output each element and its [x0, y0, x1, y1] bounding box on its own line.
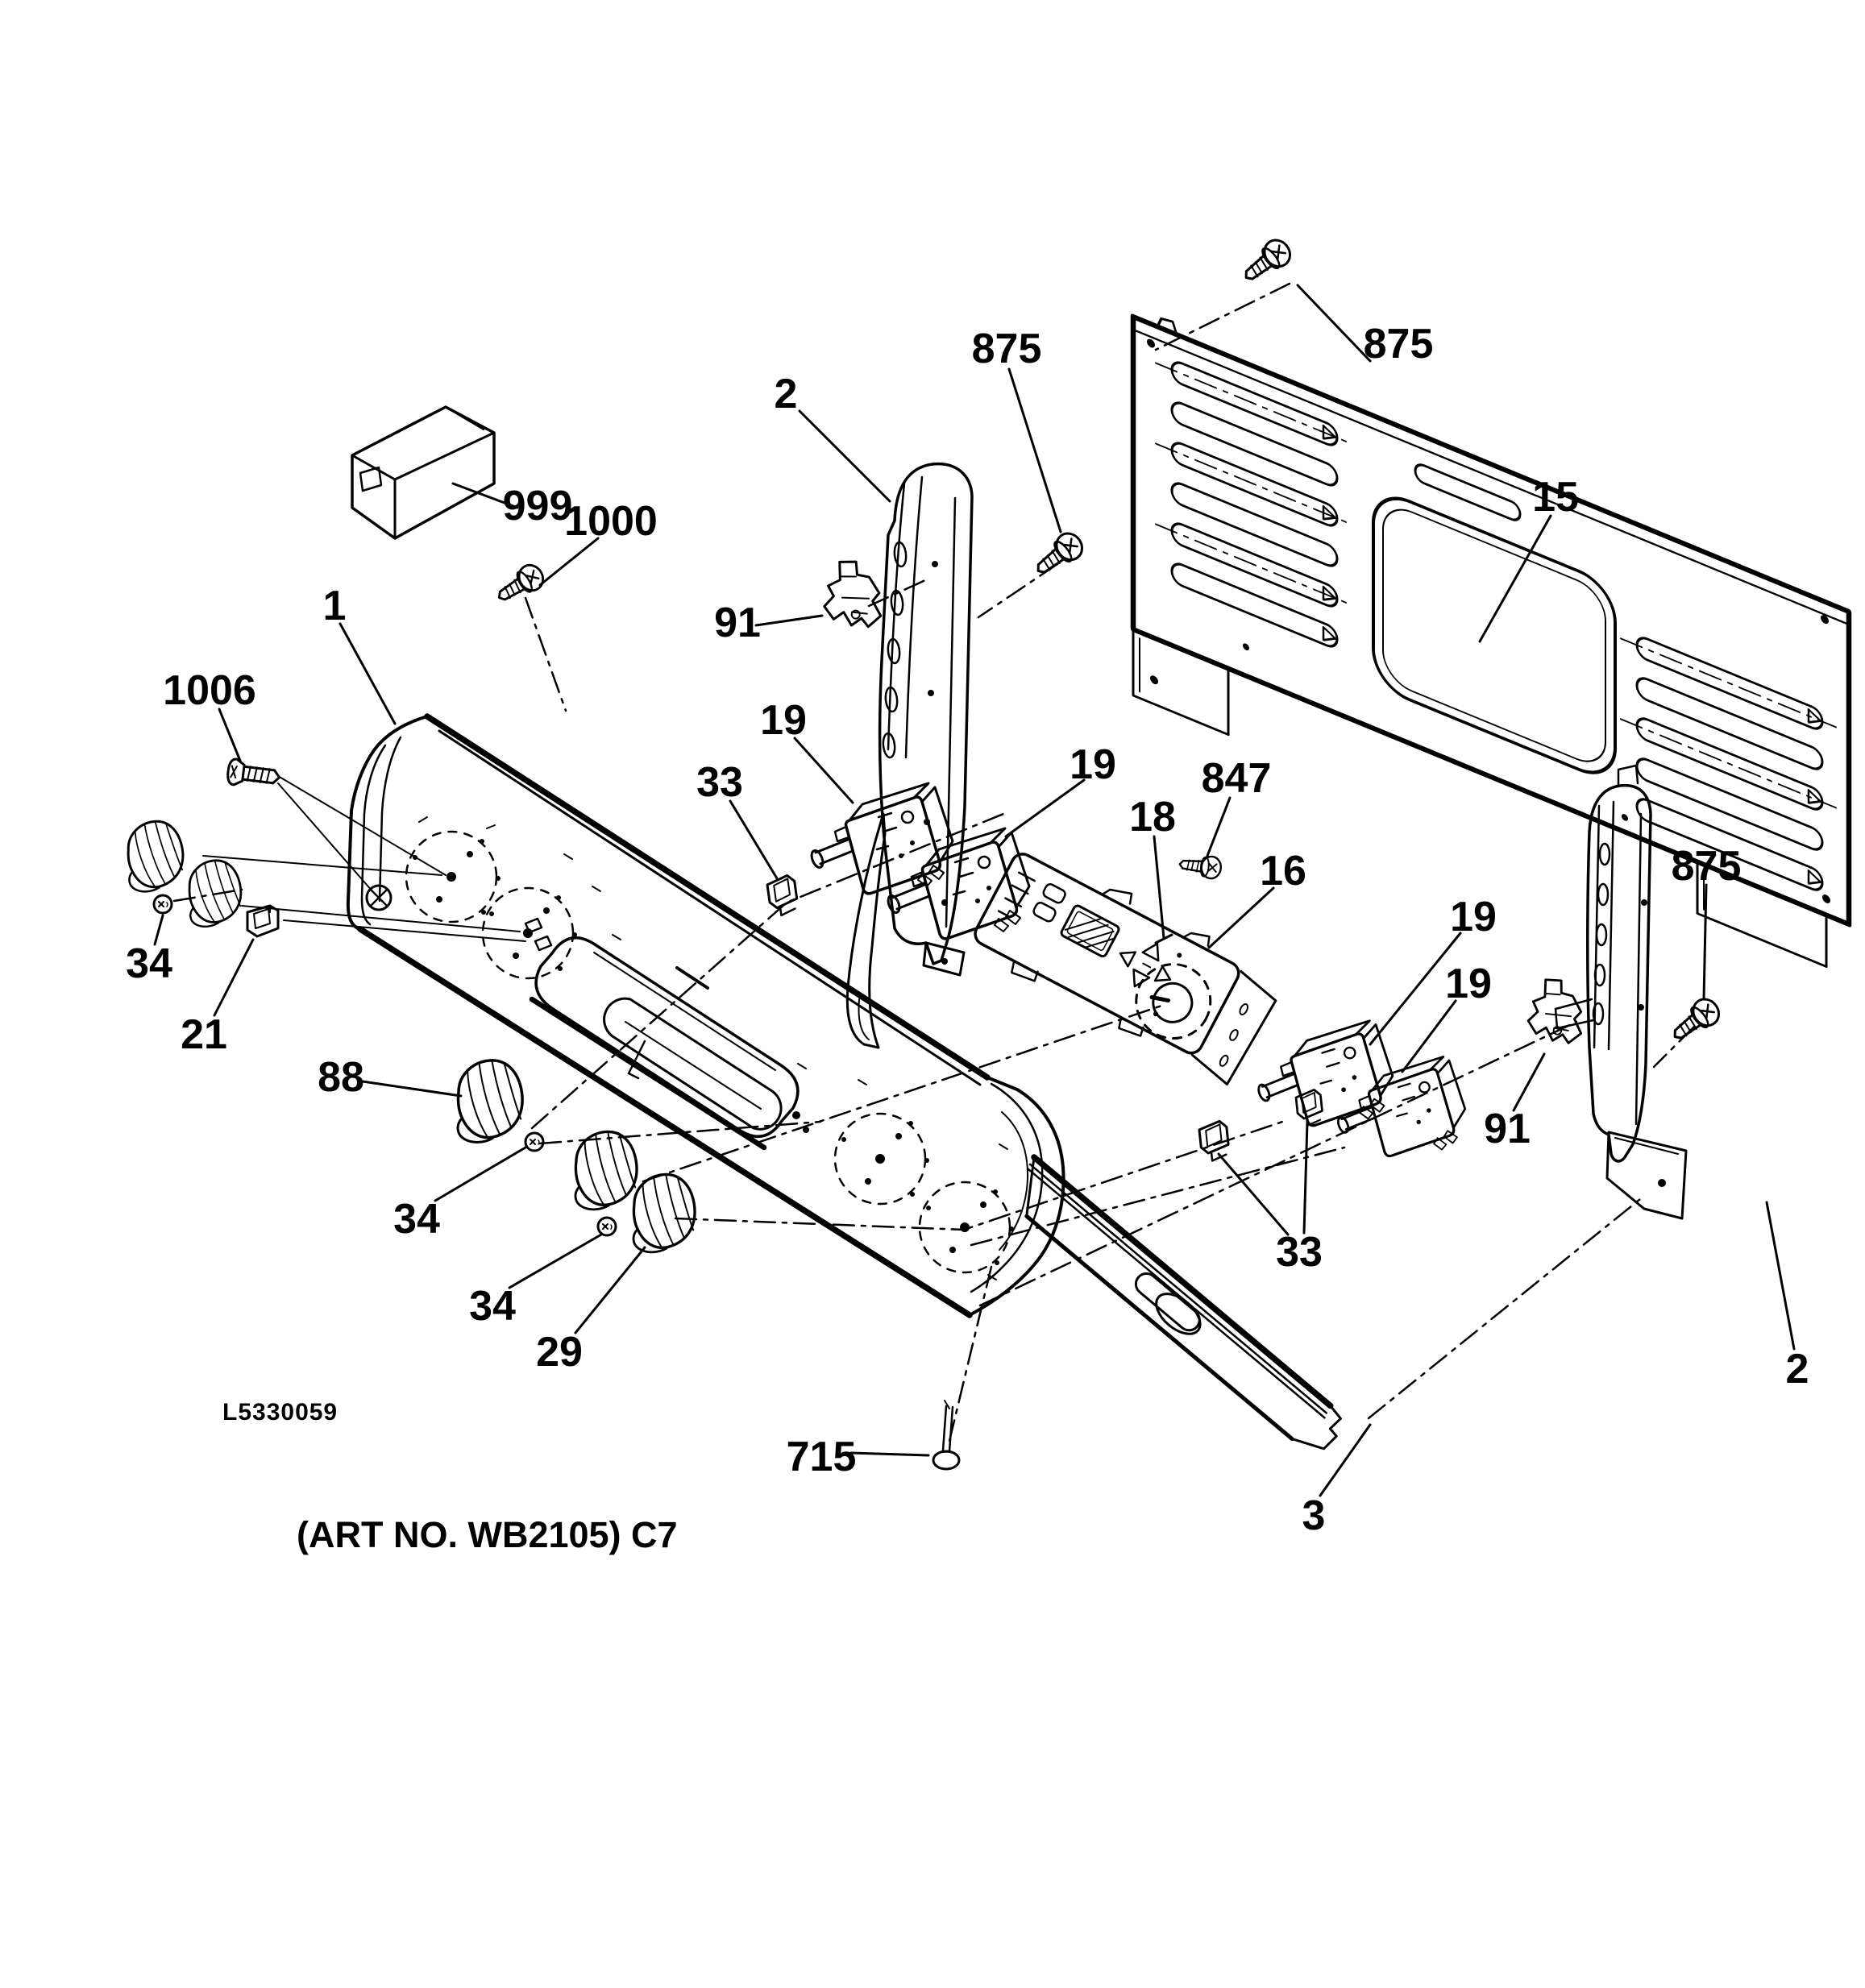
callout-2-right: 2	[1786, 1346, 1809, 1392]
figure-code: L5330059	[222, 1399, 338, 1426]
callout-33-b: 33	[1276, 1229, 1323, 1276]
panel-screw-hole	[365, 884, 393, 911]
callout-15: 15	[1532, 474, 1579, 521]
callout-18: 18	[1129, 794, 1176, 840]
part-21-switch	[246, 904, 280, 938]
part-91-right-clamp	[1522, 974, 1587, 1050]
callout-999: 999	[503, 483, 573, 529]
part-91-left-clamp	[814, 554, 887, 637]
part-34-nut-b	[524, 1131, 545, 1152]
part-999-kit-box	[351, 405, 496, 540]
callout-19-c: 19	[1450, 894, 1497, 940]
callout-34-c: 34	[469, 1283, 516, 1330]
panel-logo-mark	[675, 966, 709, 990]
part-875-screw-right	[1665, 993, 1726, 1049]
part-15-backguard-panel	[1130, 313, 1852, 969]
callout-875-right: 875	[1672, 843, 1742, 890]
callout-88: 88	[318, 1054, 364, 1101]
part-2-left-bracket	[845, 462, 974, 1049]
callout-leaders	[153, 284, 1796, 1497]
part-1-control-panel	[346, 713, 1065, 1318]
part-33-clip-a	[765, 873, 800, 919]
callout-labels: 875 875 15 2 999 1000 1 91 1006 19 33 19…	[126, 321, 1809, 1539]
callout-847: 847	[1202, 755, 1272, 802]
callout-3: 3	[1302, 1492, 1326, 1539]
callout-875-upper-center: 875	[972, 326, 1042, 372]
part-2-right-bracket	[1554, 764, 1688, 1220]
part-875-screw-center	[1028, 527, 1089, 583]
part-88-knob	[441, 1052, 534, 1149]
callout-33-a: 33	[696, 759, 743, 806]
part-34-nut-a	[152, 894, 173, 915]
callout-91-left: 91	[714, 600, 761, 646]
callout-715: 715	[787, 1434, 857, 1480]
callout-34-b: 34	[393, 1196, 440, 1243]
control-display	[1060, 904, 1120, 958]
part-16-oven-control-board	[974, 853, 1277, 1086]
panel-left-dials	[405, 816, 621, 980]
part-715-screw	[932, 1400, 961, 1471]
louvers-left	[1155, 361, 1353, 648]
callout-875-top-right: 875	[1364, 321, 1434, 367]
panel-lock-icon	[524, 917, 553, 952]
callout-1000: 1000	[564, 498, 658, 545]
callout-29: 29	[536, 1329, 583, 1376]
callout-16: 16	[1260, 848, 1306, 894]
part-knob-left-1	[112, 813, 194, 898]
part-29-knob	[617, 1167, 706, 1259]
part-847-screw	[1178, 852, 1223, 881]
part-3-lower-trim	[1024, 1154, 1342, 1451]
panel-right-dials	[792, 1063, 1014, 1280]
panel-handle-cutout	[529, 936, 800, 1151]
callout-19-d: 19	[1445, 961, 1492, 1007]
part-34-nut-c	[596, 1216, 617, 1237]
callout-34-a: 34	[126, 940, 172, 987]
callout-19-b: 19	[1070, 741, 1116, 788]
callout-2-left: 2	[775, 371, 798, 417]
art-number-note: (ART NO. WB2105) C7	[297, 1514, 678, 1555]
panel-cutout	[1372, 496, 1617, 774]
callout-91-right: 91	[1484, 1106, 1531, 1152]
part-1006-screw	[225, 757, 283, 792]
callout-19-a: 19	[760, 697, 807, 744]
callout-21: 21	[181, 1011, 227, 1058]
part-knob-left-2	[174, 853, 251, 932]
callout-1: 1	[323, 583, 347, 629]
shaft-lines	[202, 775, 526, 942]
control-arrow-buttons	[1119, 942, 1172, 988]
control-dial	[1135, 963, 1212, 1040]
callout-1006: 1006	[163, 667, 256, 714]
part-875-screw-top	[1236, 234, 1297, 290]
